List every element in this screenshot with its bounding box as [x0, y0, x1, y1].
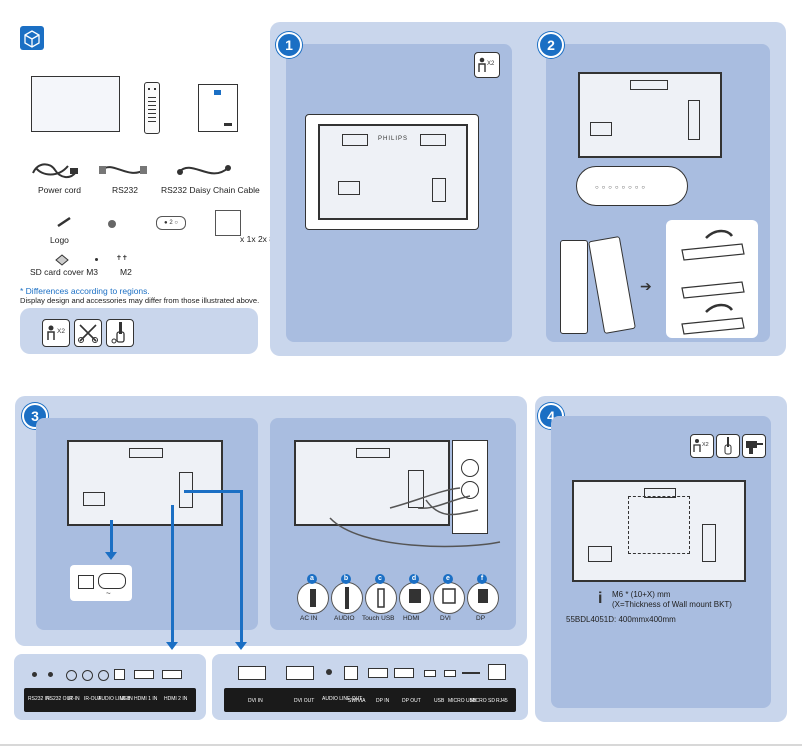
hdmi2-port	[162, 670, 182, 679]
callout-line-ac	[110, 520, 113, 554]
connector-letter-c: c	[375, 574, 385, 584]
io-panel-left: RS232 IN RS232 OUT IR-IN IR-OUT AUDIO LI…	[14, 654, 206, 720]
callout-arrow-io-right	[235, 642, 247, 650]
power-cord-image	[32, 163, 78, 178]
touch-usb-icon	[365, 582, 397, 614]
dp-label: DP	[476, 615, 486, 622]
micro-usb-port	[444, 670, 456, 677]
region-note: * Differences according to regions.	[20, 286, 150, 296]
display-back-image-step1: PHILIPS	[318, 124, 468, 220]
connector-letter-f: f	[477, 574, 487, 584]
rj45-port	[488, 664, 506, 680]
drill-icon	[742, 434, 766, 458]
dvi-icon	[433, 582, 465, 614]
screwdriver-icon	[106, 319, 134, 347]
callout-line-io-right-h	[184, 490, 242, 493]
keypad-zoom: ○○○○○○○○	[576, 166, 688, 206]
connector-letter-b: b	[341, 574, 351, 584]
rs232-daisy-chain-image	[177, 165, 231, 175]
display-back-image-step4	[572, 480, 746, 582]
display-back-image-step2	[578, 72, 722, 158]
model-spec: 55BDL4051D: 400mmx400mm	[566, 615, 676, 624]
io-label-strip-left: RS232 IN RS232 OUT IR-IN IR-OUT AUDIO LI…	[24, 688, 196, 712]
cables-svg	[329, 487, 501, 548]
sw-port	[344, 666, 358, 680]
callout-arrow-io-left	[166, 642, 178, 650]
two-people-icon-step4: X2	[690, 434, 714, 458]
scissors-icon	[74, 319, 102, 347]
rs232-cable-image	[99, 166, 147, 174]
pc-tower-image	[452, 440, 488, 534]
screw-bag-image: ● 2 ○	[156, 216, 186, 230]
arrow-right-icon: ➔	[640, 278, 652, 294]
rs232-out-port	[48, 672, 53, 677]
ir-in-port	[66, 670, 77, 681]
ir-out-port	[82, 670, 93, 681]
quick-start-guide-image	[198, 84, 238, 132]
io-label-strip-right: DVI IN DVI OUT AUDIO LINE OUT SW/VIA DP …	[224, 688, 516, 712]
remote-control-image	[144, 82, 160, 134]
usb-port-right	[424, 670, 436, 677]
logo-strip-image	[57, 216, 71, 228]
two-people-icon: X2	[42, 319, 70, 347]
power-cord-label: Power cord	[38, 185, 81, 195]
audio-in-port	[98, 670, 109, 681]
connector-letter-d: d	[409, 574, 419, 584]
callout-arrow-ac	[105, 552, 117, 560]
audio-label: AUDIO	[334, 615, 355, 622]
dp-out-port	[394, 668, 414, 678]
tools-panel: X2	[20, 308, 258, 354]
usb-port	[114, 669, 125, 680]
screwdriver-icon-step4	[716, 434, 740, 458]
bracket-plate-image	[215, 210, 241, 236]
dp-in-port	[368, 668, 388, 678]
callout-line-io-left	[171, 505, 174, 645]
screw-spec-line1: M6 * (10+X) mm	[612, 590, 671, 599]
hdmi-icon	[399, 582, 431, 614]
hdmi-label: HDMI	[403, 615, 420, 622]
connector-letter-e: e	[443, 574, 453, 584]
ac-in-label: AC IN	[300, 615, 318, 622]
hdmi1-port	[134, 670, 154, 679]
step-2-number: 2	[538, 32, 564, 58]
display-front-image	[31, 76, 120, 132]
audio-out-port	[326, 669, 332, 675]
screw-spec-line2: (X=Thickness of Wall mount BKT)	[612, 600, 732, 609]
step-1-number: 1	[276, 32, 302, 58]
display-back-image-step3-right	[294, 440, 450, 526]
ac-inlet-box: ~	[70, 565, 132, 601]
rs232-label: RS232	[112, 185, 138, 195]
thumbscrew-image	[108, 220, 116, 228]
box-icon	[20, 26, 44, 50]
battery-steps-box	[666, 220, 758, 338]
footer-rule	[0, 744, 802, 746]
rs232-daisy-chain-label: RS232 Daisy Chain Cable	[161, 185, 260, 195]
connector-letter-a: a	[307, 574, 317, 584]
sd-card-cover-image	[55, 254, 69, 266]
dvi-label: DVI	[440, 615, 451, 622]
logo-label: Logo	[50, 235, 69, 245]
m3-screw-icon	[95, 258, 98, 261]
dvi-in-port	[238, 666, 266, 680]
display-back-image-step3-left	[67, 440, 223, 526]
m2-label: M2	[120, 267, 132, 277]
io-panel-right: DVI IN DVI OUT AUDIO LINE OUT SW/VIA DP …	[212, 654, 528, 720]
dp-icon	[467, 582, 499, 614]
ac-in-icon	[297, 582, 329, 614]
sd-card-cover-label: SD card cover M3	[30, 267, 99, 277]
remote-image-step2	[560, 240, 588, 334]
dvi-out-port	[286, 666, 314, 680]
micro-sd-slot	[462, 672, 480, 674]
step-3-number: 3	[22, 403, 48, 429]
touch-usb-label: Touch USB	[362, 615, 395, 622]
disclaimer-text: Display design and accessories may diffe…	[20, 296, 260, 305]
info-icon: i	[598, 590, 603, 607]
audio-icon	[331, 582, 363, 614]
two-people-icon-step1: X2	[474, 52, 500, 78]
screw-count-label: x 1x 2x 8	[240, 234, 275, 244]
rs232-in-port	[32, 672, 37, 677]
m2-screw-icon: ✝✝	[116, 255, 128, 262]
callout-line-io-right-v	[240, 490, 243, 645]
